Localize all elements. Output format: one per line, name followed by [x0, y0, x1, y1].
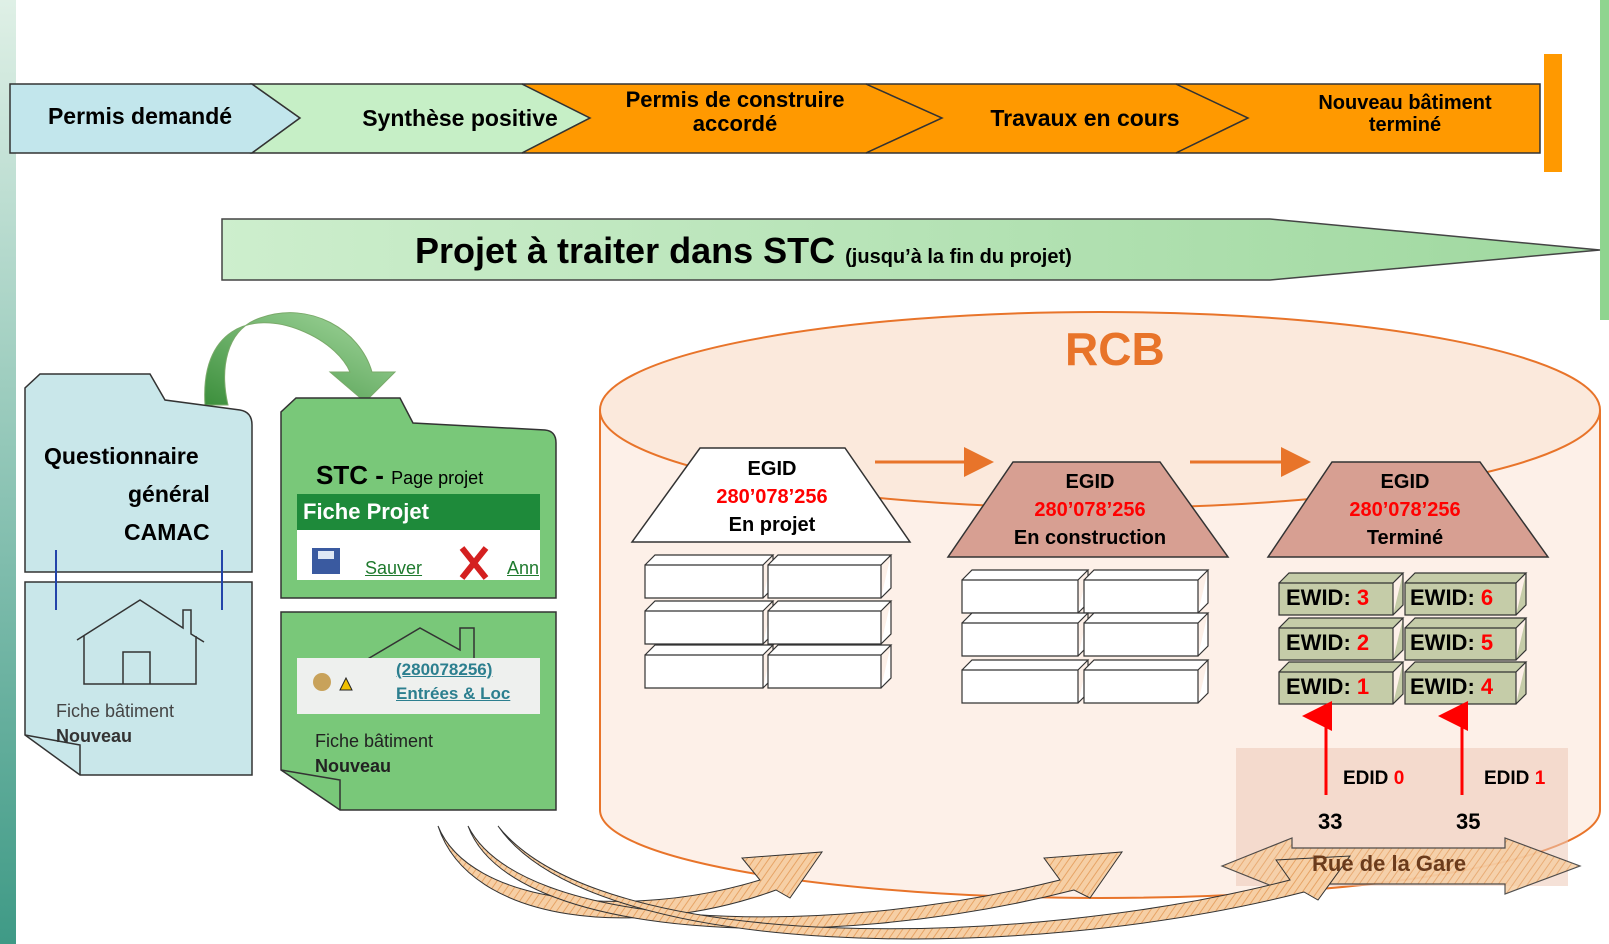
process-bar	[9, 54, 1562, 172]
step-3-label-line1: Permis de construire	[625, 87, 845, 112]
ewid-6-label: EWID:	[1410, 585, 1475, 610]
project-banner-main: Projet à traiter dans STC	[415, 230, 836, 271]
camac-folder-shape	[24, 373, 253, 776]
step-3-label: Permis de construire accordé	[590, 87, 880, 137]
ewid-3-num: 3	[1356, 585, 1370, 610]
ewid-6: EWID: 6	[1410, 585, 1493, 611]
ewid-5: EWID: 5	[1410, 630, 1493, 656]
stc-title-sub: Page projet	[391, 468, 484, 488]
stc-cancel-link[interactable]: Ann	[507, 558, 539, 578]
street-name: Rue de la Gare	[1312, 851, 1467, 876]
camac-doc-label: Fiche bâtiment	[56, 701, 175, 721]
building-3-units	[1278, 572, 1528, 705]
camac-title-line1: Questionnaire	[44, 443, 199, 469]
camac-title-line2: général	[128, 481, 210, 507]
folder-transfer-arrow	[204, 312, 397, 406]
ewid-1-num: 1	[1356, 674, 1370, 699]
ewid-5-num: 5	[1480, 630, 1494, 655]
house-number-33: 33	[1318, 809, 1343, 834]
stc-doc-label: Fiche bâtiment	[315, 731, 434, 751]
stc-doc-link[interactable]: Entrées & Loc	[396, 684, 511, 703]
step-2-label: Synthèse positive	[362, 105, 558, 131]
building-2-units	[961, 569, 1210, 704]
step-end-bar	[1544, 54, 1562, 172]
ewid-2-label: EWID:	[1286, 630, 1351, 655]
stc-folder-shape	[280, 397, 557, 811]
step-5-shape	[1175, 83, 1541, 154]
stc-save-link[interactable]: Sauver	[365, 558, 423, 578]
building-2-label: EGID 280’078’256 En construction	[990, 468, 1190, 552]
step-5-label-line2: terminé	[1368, 114, 1442, 136]
step-5-label: Nouveau bâtiment terminé	[1270, 92, 1540, 136]
roof-3	[1266, 461, 1550, 558]
edid-1-label: EDID	[1484, 768, 1530, 789]
roof-2	[946, 461, 1230, 558]
step-5-label-line1: Nouveau bâtiment	[1318, 92, 1492, 114]
building-2-egid-label: EGID	[1065, 471, 1115, 493]
building-1-label: EGID 280’078’256 En projet	[690, 455, 854, 539]
building-1-egid: 280’078’256	[716, 486, 828, 508]
left-decor-strip	[0, 0, 16, 944]
building-3-status: Terminé	[1366, 527, 1444, 549]
stc-screen-header: Fiche Projet	[303, 499, 429, 524]
ewid-1-label: EWID:	[1286, 674, 1351, 699]
building-1-units	[644, 554, 893, 689]
right-decor-strip	[1600, 0, 1609, 320]
ewid-4: EWID: 4	[1410, 674, 1493, 700]
stc-doc-code[interactable]: (280078256)	[396, 660, 493, 679]
ewid-2-num: 2	[1356, 630, 1370, 655]
building-3-egid-label: EGID	[1380, 471, 1430, 493]
ewid-1: EWID: 1	[1286, 674, 1369, 700]
bottom-flow-arrows	[437, 825, 1352, 940]
camac-doc-status: Nouveau	[56, 726, 133, 746]
edid-0-label: EDID	[1343, 768, 1389, 789]
stc-doc-status: Nouveau	[315, 756, 392, 776]
building-2-status: En construction	[1013, 527, 1167, 549]
ewid-2: EWID: 2	[1286, 630, 1369, 656]
house-number-35: 35	[1456, 809, 1481, 834]
rcb-title: RCB	[1065, 323, 1165, 375]
step-4-label: Travaux en cours	[990, 105, 1180, 131]
step-1-label: Permis demandé	[47, 103, 233, 129]
camac-title-line3: CAMAC	[124, 519, 210, 545]
edid-1: EDID 1	[1484, 768, 1545, 790]
ewid-6-num: 6	[1480, 585, 1494, 610]
camac-title: Questionnaire général CAMAC	[44, 437, 234, 551]
stc-title-main: STC -	[316, 460, 384, 490]
project-banner-note: (jusqu’à la fin du projet)	[845, 246, 1072, 268]
edid-1-num: 1	[1534, 768, 1546, 789]
building-1-egid-label: EGID	[747, 458, 797, 480]
building-3-egid: 280’078’256	[1349, 499, 1461, 521]
building-2-egid: 280’078’256	[1034, 499, 1146, 521]
edid-0-num: 0	[1393, 768, 1405, 789]
ewid-3-label: EWID:	[1286, 585, 1351, 610]
edid-0: EDID 0	[1343, 768, 1404, 790]
building-1-status: En projet	[728, 514, 816, 536]
project-banner-label: Projet à traiter dans STC (jusqu’à la fi…	[415, 230, 1315, 272]
building-3-label: EGID 280’078’256 Terminé	[1310, 468, 1500, 552]
roof-1	[630, 447, 912, 543]
ewid-5-label: EWID:	[1410, 630, 1475, 655]
step-3-label-line2: accordé	[692, 111, 778, 137]
ewid-3: EWID: 3	[1286, 585, 1369, 611]
stc-title: STC - Page projet	[316, 460, 483, 491]
ewid-4-num: 4	[1480, 674, 1494, 699]
ewid-4-label: EWID:	[1410, 674, 1475, 699]
project-banner-shape	[221, 218, 1601, 281]
